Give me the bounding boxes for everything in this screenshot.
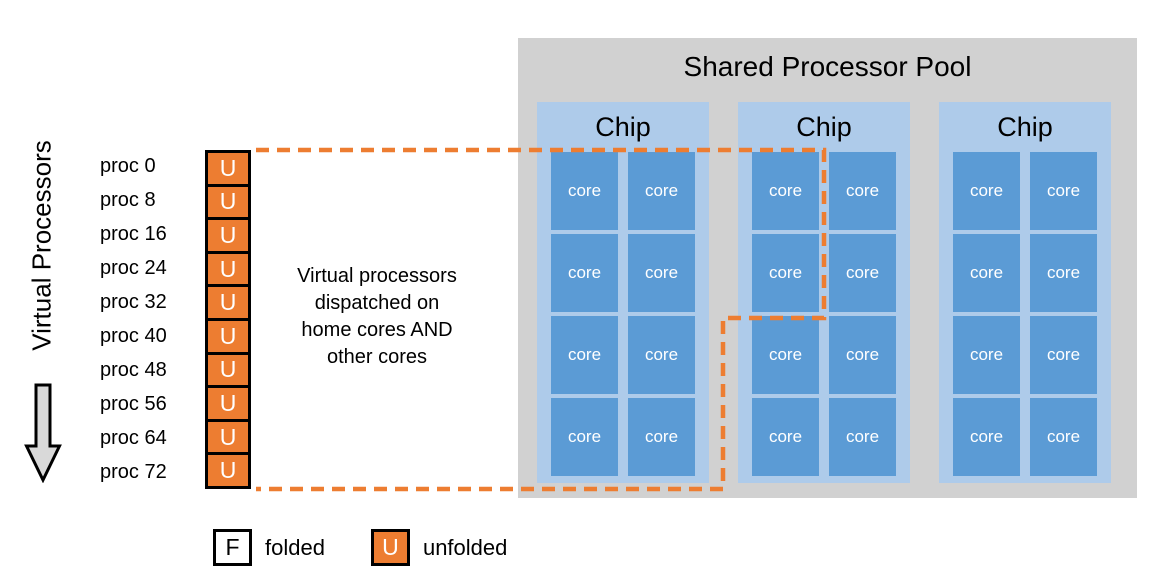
core: core: [752, 398, 819, 476]
legend-label: folded: [265, 534, 325, 560]
virtual-processors-axis-label: Virtual Processors: [26, 140, 57, 351]
unfolded-state-cell: U: [208, 321, 248, 352]
virtual-processor-state-column: U U U U U U U U U U: [205, 150, 251, 489]
core: core: [752, 234, 819, 312]
core: core: [628, 316, 695, 394]
core-grid: core core core core core core core core: [537, 152, 709, 483]
core: core: [1030, 398, 1097, 476]
shared-processor-pool: Shared Processor Pool Chip core core cor…: [518, 38, 1137, 498]
core: core: [953, 398, 1020, 476]
chip-1: Chip core core core core core core core …: [537, 102, 709, 483]
unfolded-state-cell: U: [208, 455, 248, 486]
core: core: [829, 234, 896, 312]
processor-label: proc 64: [100, 426, 167, 449]
core: core: [551, 398, 618, 476]
processor-label: proc 24: [100, 257, 167, 280]
core: core: [953, 152, 1020, 230]
core: core: [551, 234, 618, 312]
unfolded-state-cell: U: [208, 421, 248, 453]
unfolded-state-cell: U: [208, 153, 248, 184]
core: core: [829, 152, 896, 230]
processor-label-list: proc 0 proc 8 proc 16 proc 24 proc 32 pr…: [100, 150, 167, 489]
chip-2: Chip core core core core core core core …: [738, 102, 910, 483]
folded-swatch: F: [213, 529, 252, 566]
core: core: [1030, 316, 1097, 394]
chip-label: Chip: [595, 112, 651, 142]
core: core: [628, 152, 695, 230]
chips-row: Chip core core core core core core core …: [537, 102, 1111, 483]
chip-label: Chip: [997, 112, 1053, 142]
processor-label: proc 48: [100, 358, 167, 381]
unfolded-state-cell: U: [208, 253, 248, 285]
processor-label: proc 56: [100, 392, 167, 415]
processor-label: proc 32: [100, 291, 167, 314]
legend: F folded U unfolded: [213, 529, 507, 566]
core: core: [1030, 152, 1097, 230]
unfolded-state-cell: U: [208, 186, 248, 218]
pool-title: Shared Processor Pool: [683, 51, 972, 82]
legend-label: unfolded: [422, 534, 508, 560]
unfolded-state-cell: U: [208, 287, 248, 318]
processor-label: proc 0: [100, 155, 156, 178]
dispatch-annotation: Virtual processors dispatched on home co…: [297, 265, 457, 368]
core-grid: core core core core core core core core: [939, 152, 1111, 483]
processor-label: proc 8: [100, 189, 156, 212]
chip-label: Chip: [796, 112, 852, 142]
processor-label: proc 72: [100, 460, 167, 483]
core: core: [551, 152, 618, 230]
core-grid: core core core core core core core core: [738, 152, 910, 483]
legend-item-unfolded: U unfolded: [370, 529, 508, 566]
unfolded-swatch: U: [370, 529, 410, 566]
core: core: [628, 234, 695, 312]
core: core: [752, 316, 819, 394]
legend-item-folded: F folded: [213, 529, 325, 566]
unfolded-state-cell: U: [208, 354, 248, 386]
core: core: [551, 316, 618, 394]
processor-label: proc 40: [100, 324, 167, 347]
processor-label: proc 16: [100, 223, 167, 246]
unfolded-state-cell: U: [208, 388, 248, 419]
core: core: [752, 152, 819, 230]
core: core: [829, 398, 896, 476]
unfolded-state-cell: U: [208, 220, 248, 251]
core: core: [953, 234, 1020, 312]
core: core: [628, 398, 695, 476]
core: core: [829, 316, 896, 394]
core: core: [1030, 234, 1097, 312]
down-arrow-icon: [24, 383, 62, 483]
core: core: [953, 316, 1020, 394]
chip-3: Chip core core core core core core core …: [939, 102, 1111, 483]
